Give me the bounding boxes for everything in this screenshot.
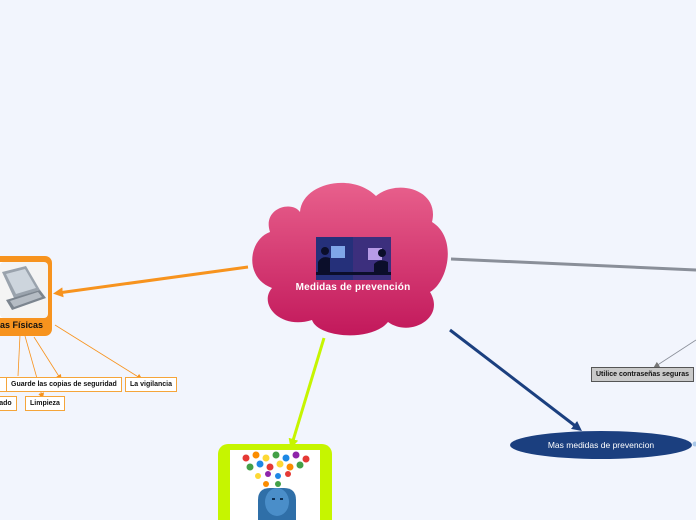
laptop-image (0, 262, 48, 318)
connector-physical-to-vigilance (54, 324, 143, 380)
more-measures-node[interactable] (510, 431, 692, 459)
isolated-node[interactable]: olado (0, 396, 17, 411)
collapse-toggle-icon[interactable] (692, 441, 696, 447)
password-node[interactable]: Utilice contraseñas seguras (591, 367, 694, 382)
connector-security-to-password (653, 339, 696, 368)
people-at-computers-image (316, 237, 391, 280)
more-measures-label: Mas medidas de prevencion (547, 440, 655, 450)
backup-copies-node[interactable]: Guarde las copias de seguridad (6, 377, 122, 392)
cleaning-node[interactable]: Limpieza (25, 396, 65, 411)
colorful-head-image (242, 451, 310, 520)
connector-central-to-mind (288, 337, 326, 449)
physical-measures-title: as Físicas (0, 320, 44, 330)
connector-physical-to-child-1 (17, 334, 21, 377)
vigilance-node[interactable]: La vigilancia (125, 377, 178, 392)
connector-central-to-more-measures (449, 328, 582, 432)
connector-central-to-physical (53, 265, 249, 298)
connector-physical-to-backup (33, 336, 62, 381)
central-node-title: Medidas de prevención (295, 282, 411, 293)
connector-central-to-security (450, 257, 696, 272)
